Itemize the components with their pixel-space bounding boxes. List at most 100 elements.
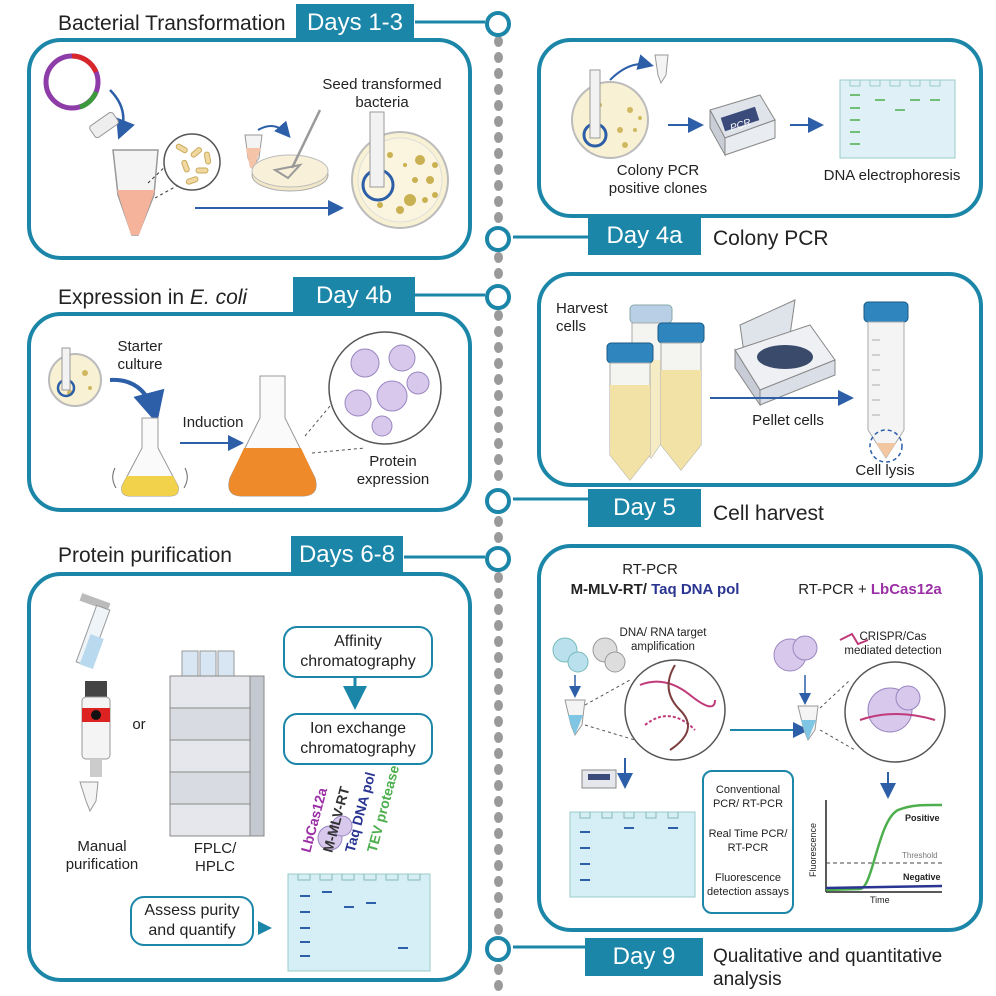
timeline-node-day-4b [485,284,511,310]
day-4b-tag: Day 4b [293,277,415,315]
timeline-dot [494,828,503,839]
timeline-dot [494,310,503,321]
timeline-dot [494,572,503,583]
cas-label: LbCas12a [870,581,942,598]
timeline-dot [494,516,503,527]
timeline-dot [494,780,503,791]
timeline-node-day-5 [485,488,511,514]
lysis-tube-icon [863,301,909,463]
plot-positive-label: Positive [905,813,940,823]
dna-icon [639,664,716,751]
plot-negative-label: Negative [903,872,941,882]
starter-culture-label: Starter culture [117,338,163,373]
culture-flask-icon [228,375,317,497]
rtpcr-heading: RT-PCR [622,561,678,578]
gel-icon [569,811,696,898]
microtube-icon [89,111,159,236]
negative-curve [825,884,943,890]
ion-exchange-chromatography-box: Ion exchange chromatography [283,713,433,765]
syringe-icon [75,593,111,670]
positive-curve [825,803,943,892]
days-1-3-tag: Days 1-3 [296,4,414,42]
timeline-dot [494,636,503,647]
timeline-dot [494,164,503,175]
timeline-dot [494,390,503,401]
timeline-dot [494,860,503,871]
colony-pcr-title: Colony PCR [713,227,829,250]
timeline-dot [494,100,503,111]
fplc-instrument-icon [169,650,265,837]
bacterial-transformation-title: Bacterial Transformation [58,12,286,35]
assess-purity-box: Assess purity and quantify [130,896,254,946]
timeline-dot [494,532,503,543]
analysis-illustration [552,632,946,898]
timeline-dot [494,964,503,975]
falcon-tube-icon [606,342,654,481]
plasmid-icon [43,53,101,111]
petri-dish-icon [351,111,449,229]
timeline-dot [494,148,503,159]
timeline-dot [494,748,503,759]
detection-methods-box: Conventional PCR/ RT-PCR Real Time PCR/ … [702,770,794,914]
timeline-dot [494,116,503,127]
seed-transformed-bacteria-label: Seed transformed bacteria [322,76,442,111]
timeline-dot [494,700,503,711]
timeline-dot [494,764,503,775]
timeline-dot [494,668,503,679]
amplification-zoom-icon [624,659,726,761]
timeline-dot [494,180,503,191]
falcon-tube-icon [657,322,705,471]
day-9-tag: Day 9 [585,938,703,976]
purification-illustration [75,593,431,972]
pcr-machine-icon: PCR [709,94,776,157]
induction-label: Induction [182,414,244,431]
pcr-machine-small-icon [581,769,617,789]
method-fluorescence: Fluorescence detection assays [707,872,789,898]
harvest-cells-label: Harvest cells [556,300,608,335]
timeline-dot [494,924,503,935]
timeline-dot [494,68,503,79]
day-5-tag: Day 5 [588,489,701,527]
timeline-dot [494,196,503,207]
fplc-hplc-label: FPLC/ HPLC [193,840,237,875]
timeline-node-day-9 [485,936,511,962]
timeline-dot [494,620,503,631]
analysis-title: Qualitative and quantitative analysis [713,946,943,990]
timeline-node-days-1-3 [485,11,511,37]
timeline-dot [494,342,503,353]
or-label: or [132,716,146,733]
timeline-dot [494,358,503,369]
pellet-cells-label: Pellet cells [752,412,824,429]
colony-pcr-positive-clones-label: Colony PCR positive clones [608,162,708,197]
plot-threshold-label: Threshold [902,851,938,860]
cell-lysis-label: Cell lysis [855,462,915,479]
method-real-time: Real Time PCR/ RT-PCR [708,828,788,854]
rtpcr-plus: RT-PCR + [798,581,871,598]
cell-harvest-title: Cell harvest [713,502,824,525]
timeline-dot [494,844,503,855]
bacterial-transformation-illustration [43,53,449,236]
gel-icon [287,873,431,972]
fluorescence-plot [825,800,943,893]
timeline-dot [494,132,503,143]
crispr-detection-label: CRISPR/Cas mediated detection [844,631,942,658]
timeline-dot [494,908,503,919]
method-conventional: Conventional PCR/ RT-PCR [712,784,784,810]
timeline-dot [494,892,503,903]
timeline-node-day-4a [485,226,511,252]
cas12a-icon [773,635,818,672]
timeline-dot [494,422,503,433]
protein-purification-title: Protein purification [58,544,232,567]
timeline-dot [494,84,503,95]
timeline-dot [494,812,503,823]
purification-column-icon [81,681,111,777]
plot-ylabel: Fluorescence [808,822,819,878]
timeline-dot [494,588,503,599]
timeline-dot [494,52,503,63]
starter-flask-icon [112,417,188,497]
timeline-dot [494,212,503,223]
timeline-dot [494,652,503,663]
expression-illustration [48,331,442,497]
affinity-chromatography-box: Affinity chromatography [283,626,433,678]
day-4a-tag: Day 4a [588,217,701,255]
